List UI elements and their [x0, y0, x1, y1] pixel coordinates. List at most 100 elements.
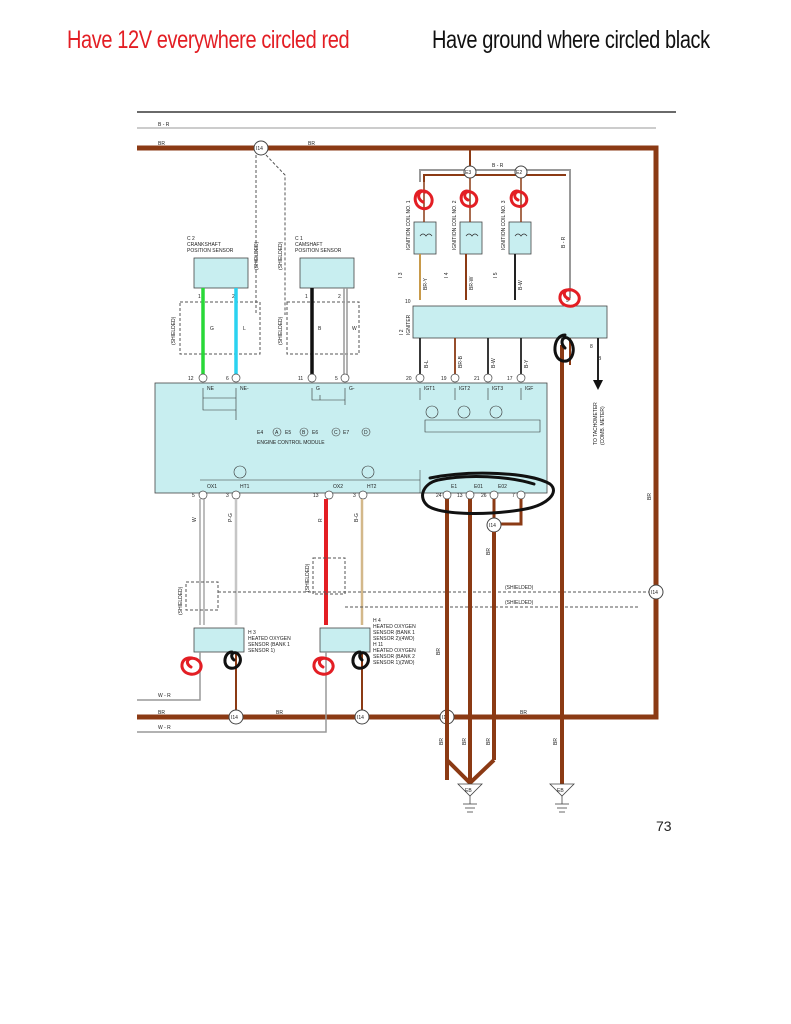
- ecm-bottom-pins: 5 3 13 3 24 13 26 7 OX1 HT1 OX2 HT2 E1 E…: [192, 484, 526, 500]
- ecm-conn-e7: E7: [343, 430, 349, 436]
- ecm-conn-b-circle: [299, 427, 309, 437]
- ecm-top-pin-3-num: 5: [335, 376, 338, 382]
- coil1-name: IGNITION COIL NO. 1: [406, 200, 412, 250]
- wire-br-main-bus: [137, 145, 659, 720]
- o2-2-line4: H 11: [373, 642, 383, 648]
- red-circle-coil2: [459, 189, 479, 208]
- coil3-wire: B-W: [518, 280, 524, 290]
- heated-oxygen-sensor-2: H 4 HEATED OXYGEN SENSOR (BANK 1 SENSOR …: [319, 618, 416, 666]
- label-b-g: B-G: [354, 513, 360, 522]
- junction-bottom-2: [354, 709, 370, 725]
- ecm-bot-pin-6-num: 26: [481, 493, 487, 499]
- label-ground-br: BR: [486, 548, 492, 555]
- wire-ground-merge: [445, 758, 496, 786]
- ox1-shield-label: (SHIELDED): [178, 586, 184, 615]
- connector-e2-label: E2: [516, 170, 522, 176]
- ecm-conn-e4: E4: [257, 430, 263, 436]
- ecm-bot-pin-5-name: E01: [474, 484, 483, 490]
- coil2-wire: BR-W: [469, 276, 475, 290]
- ecm-top-pin-7-num: 17: [507, 376, 513, 382]
- crank-wire1: G: [210, 326, 214, 332]
- crank-pin1: 1: [198, 294, 201, 300]
- label-p-g: P-G: [228, 513, 234, 522]
- ecm-bot-pin-4-name: E1: [451, 484, 457, 490]
- label-w-r-1: W - R: [158, 693, 171, 699]
- junction-bottom-1: [228, 709, 244, 725]
- ecm-bot-pin-0-name: OX1: [207, 484, 217, 490]
- cam-pin1: 1: [305, 294, 308, 300]
- crank-pin2: 2: [232, 294, 235, 300]
- cam-name2: POSITION SENSOR: [295, 248, 342, 254]
- label-w-r-2: W - R: [158, 725, 171, 731]
- junction-top: [253, 140, 269, 156]
- cam-shield: [286, 301, 360, 355]
- junction-top-label: I14: [256, 146, 263, 152]
- label-igniter-out4: B-Y: [524, 359, 530, 368]
- label-ground-br-1: BR: [439, 738, 445, 745]
- ecm-top-pin-4-name: IGT1: [424, 386, 435, 392]
- crank-name1: CRANKSHAFT: [187, 242, 221, 248]
- ecm-bot-pin-3-num: 3: [353, 493, 356, 499]
- note-red: Have 12V everywhere circled red: [67, 26, 350, 54]
- label-br-r-coil: B - R: [492, 163, 504, 169]
- ecm-bot-pin-3-name: HT2: [367, 484, 377, 490]
- o2-2-id: H 4: [373, 618, 381, 624]
- ecm-conn-e5: E5: [285, 430, 291, 436]
- coil1-id: I 3: [398, 272, 404, 278]
- ecm-bot-pin-5-num: 13: [457, 493, 463, 499]
- coil2-id: I 4: [444, 272, 450, 278]
- ecm-bot-pin-0-num: 5: [192, 493, 195, 499]
- label-igf-to: B: [598, 356, 602, 362]
- ecm-bot-pin-2-name: OX2: [333, 484, 343, 490]
- o2-2-line5: HEATED OXYGEN: [373, 648, 416, 654]
- red-circle-coil1: [413, 189, 434, 211]
- ecm-top-pin-5-num: 19: [441, 376, 447, 382]
- page-number: 73: [656, 818, 672, 834]
- igniter-id: I 2: [399, 329, 405, 335]
- ecm-bot-pin-6-name: E02: [498, 484, 507, 490]
- ecm-title: ENGINE CONTROL MODULE: [257, 440, 325, 446]
- junction-bottom-1-label: I14: [231, 715, 238, 721]
- crank-shield: [179, 301, 261, 355]
- black-circle-igniter: [553, 333, 575, 363]
- label-igniter-out1: B-L: [424, 360, 430, 368]
- label-shielded-long-2: (SHIELDED): [505, 600, 534, 606]
- cam-pin2: 2: [338, 294, 341, 300]
- o2-1-line2: SENSOR (BANK 1: [248, 642, 290, 648]
- ground-1-label: EB: [465, 788, 472, 794]
- o2-2-line1: HEATED OXYGEN: [373, 624, 416, 630]
- o2-1-line3: SENSOR 1): [248, 648, 275, 654]
- o2-2-line2: SENSOR (BANK 1: [373, 630, 415, 636]
- label-shielded-long-1: (SHIELDED): [505, 585, 534, 591]
- o2-1-id: H 3: [248, 630, 256, 636]
- ecm-top-pin-0-num: 12: [188, 376, 194, 382]
- label-igniter-ground-br: BR: [553, 738, 559, 745]
- ground-symbol-1: EB: [457, 783, 483, 813]
- ecm-top-pin-1-name: NE-: [240, 386, 249, 392]
- label-igniter-out3: B-W: [491, 358, 497, 368]
- label-ground-br-4: BR: [436, 648, 442, 655]
- junction-ground-label: I14: [489, 523, 496, 529]
- ecm-top-pin-4-num: 20: [406, 376, 412, 382]
- shield-dash-2: [265, 154, 286, 315]
- label-ox1-wire: W: [192, 517, 198, 522]
- ecm-bot-pin-1-name: HT1: [240, 484, 250, 490]
- red-circles: [180, 189, 581, 676]
- cam-wire1: B: [318, 326, 322, 332]
- ecm-conn-b: B: [302, 430, 306, 436]
- cam-shield-label: (SHIELDED): [278, 316, 284, 345]
- label-br-bottom: BR: [158, 710, 165, 716]
- ecm-bot-pin-7-num: 7: [512, 493, 515, 499]
- ecm-top-pin-7-name: IGF: [525, 386, 533, 392]
- ox2-shield: [312, 557, 346, 595]
- cam-name1: CAMSHAFT: [295, 242, 323, 248]
- igniter-name: IGNITER: [406, 314, 412, 335]
- ecm-conn-a: A: [275, 430, 279, 436]
- cam-id: C 1: [295, 236, 303, 242]
- ignition-coil-1: I 3 IGNITION COIL NO. 1 BR-Y: [398, 200, 437, 300]
- ecm-top-pin-1-num: 6: [226, 376, 229, 382]
- label-br-bottom-3: BR: [520, 710, 527, 716]
- ox2-shield-label: (SHIELDED): [305, 563, 311, 592]
- crank-id: C 2: [187, 236, 195, 242]
- coil1-wire: BR-Y: [423, 277, 429, 290]
